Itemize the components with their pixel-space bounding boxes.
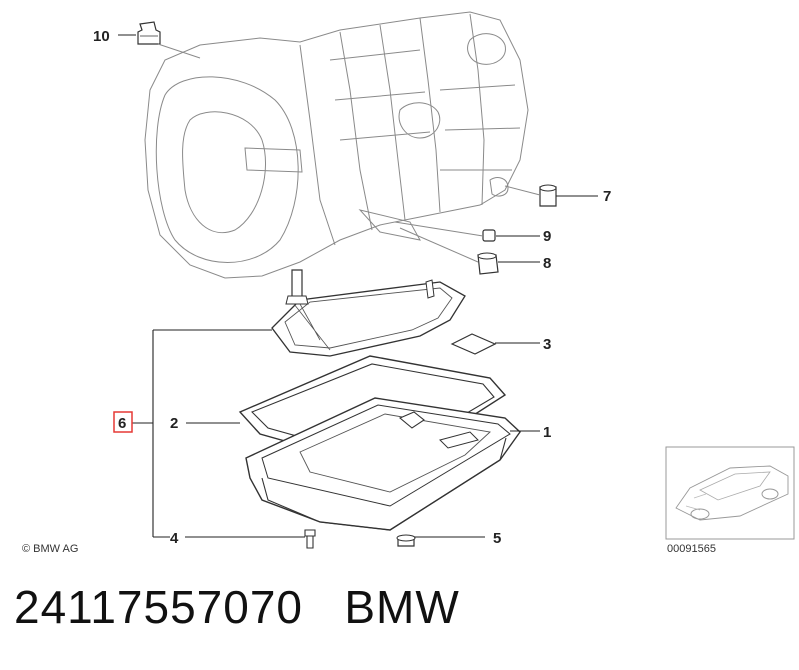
- part-9-seal: [394, 221, 496, 242]
- part-10-plug: [137, 21, 201, 59]
- oil-pan: [245, 397, 521, 531]
- part-3-plate: [450, 333, 497, 355]
- callout-3: 3: [543, 336, 551, 353]
- pan-gasket: [238, 355, 507, 471]
- part-number-footer: 24117557070 BMW: [14, 580, 460, 634]
- group-bracket: [132, 329, 272, 538]
- callout-6[interactable]: 6: [118, 415, 126, 432]
- callout-6-highlight-box: [113, 411, 133, 433]
- oil-filter: [271, 269, 466, 357]
- callout-10: 10: [93, 28, 110, 45]
- callout-8: 8: [543, 255, 551, 272]
- transmission-housing: [144, 11, 529, 279]
- part-8-bushing: [399, 227, 499, 275]
- callout-9: 9: [543, 228, 551, 245]
- part-4-screw: [304, 529, 316, 549]
- callout-4: 4: [170, 530, 179, 547]
- thumbnail-code: 00091565: [667, 543, 716, 555]
- part-5-drain-plug: [396, 534, 416, 547]
- copyright: © BMW AG: [22, 543, 78, 555]
- callout-2: 2: [170, 415, 178, 432]
- callout-5: 5: [493, 530, 501, 547]
- part-number: 24117557070: [14, 581, 303, 633]
- brand-name: BMW: [344, 581, 460, 633]
- vehicle-thumbnail: [665, 446, 795, 540]
- callout-7: 7: [603, 188, 611, 205]
- part-7-mount: [504, 184, 557, 207]
- callout-1: 1: [543, 424, 551, 441]
